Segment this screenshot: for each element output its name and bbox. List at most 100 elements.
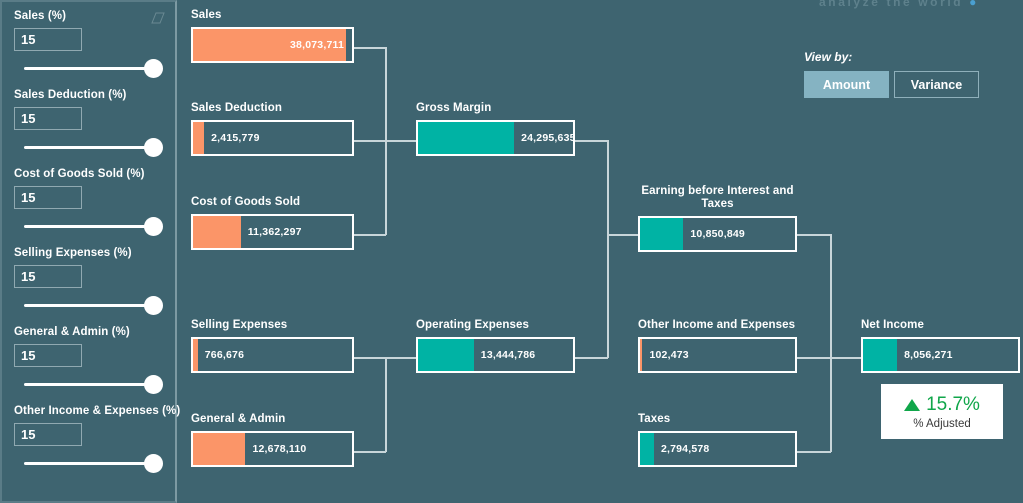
bar-fill-other-income	[640, 339, 643, 371]
slider-thumb-4[interactable]	[144, 375, 163, 394]
parameter-slider-5[interactable]	[24, 446, 166, 482]
node-title-gross-margin: Gross Margin	[416, 102, 492, 114]
parameter-input-2[interactable]	[14, 186, 82, 209]
bar-box-operating-expenses[interactable]: 13,444,786	[416, 337, 575, 373]
connector-ga-out	[354, 451, 386, 453]
view-by-options: Amount Variance	[804, 71, 979, 98]
bar-value-sales: 38,073,711	[290, 39, 344, 51]
node-ebit[interactable]: Earning before Interest and Taxes 10,850…	[638, 185, 797, 252]
bar-box-cogs[interactable]: 11,362,297	[191, 214, 354, 250]
bar-fill-general-admin	[193, 433, 246, 465]
bar-value-gross-margin: 24,295,635	[521, 132, 575, 144]
view-by-option-variance[interactable]: Variance	[894, 71, 979, 98]
slider-thumb-1[interactable]	[144, 138, 163, 157]
parameter-control-3: Selling Expenses (%)	[14, 247, 163, 324]
slider-thumb-0[interactable]	[144, 59, 163, 78]
bar-box-selling-expenses[interactable]: 766,676	[191, 337, 354, 373]
parameter-control-0: Sales (%)	[14, 10, 163, 87]
bar-box-net-income[interactable]: 8,056,271	[861, 337, 1020, 373]
slider-thumb-5[interactable]	[144, 454, 163, 473]
connector-ebit-in	[607, 234, 639, 236]
parameter-slider-4[interactable]	[24, 367, 166, 403]
parameter-control-4: General & Admin (%)	[14, 326, 163, 403]
node-title-general-admin: General & Admin	[191, 413, 286, 425]
view-by-option-amount[interactable]: Amount	[804, 71, 889, 98]
bar-fill-taxes	[640, 433, 654, 465]
parameter-label-4: General & Admin (%)	[14, 326, 130, 338]
node-operating-expenses[interactable]: Operating Expenses 13,444,786	[416, 319, 575, 373]
parameter-slider-2[interactable]	[24, 209, 166, 245]
parameter-slider-1[interactable]	[24, 130, 166, 166]
view-by-label: View by:	[804, 50, 853, 64]
slider-thumb-2[interactable]	[144, 217, 163, 236]
eraser-icon[interactable]	[151, 12, 165, 24]
node-title-sales: Sales	[191, 9, 222, 21]
parameter-input-0[interactable]	[14, 28, 82, 51]
connector-ebit-out	[797, 234, 831, 236]
brand-text: analyze the world	[819, 0, 964, 9]
parameter-label-3: Selling Expenses (%)	[14, 247, 132, 259]
bar-fill-sales-deduction	[193, 122, 205, 154]
slider-track-1[interactable]	[24, 146, 152, 149]
parameter-slider-0[interactable]	[24, 51, 166, 87]
connector-sales-out	[354, 47, 386, 49]
connector-selling-out	[354, 357, 386, 359]
bar-box-ebit[interactable]: 10,850,849	[638, 216, 797, 252]
parameter-input-1[interactable]	[14, 107, 82, 130]
bar-value-general-admin: 12,678,110	[252, 443, 307, 455]
bar-box-other-income[interactable]: 102,473	[638, 337, 797, 373]
bar-fill-operating-expenses	[418, 339, 474, 371]
bar-box-taxes[interactable]: 2,794,578	[638, 431, 797, 467]
bar-value-net-income: 8,056,271	[904, 349, 953, 361]
slider-track-5[interactable]	[24, 462, 152, 465]
connector-netincome-spine	[830, 234, 832, 452]
node-sales[interactable]: Sales 38,073,711	[191, 9, 354, 63]
slider-track-3[interactable]	[24, 304, 152, 307]
kpi-value: 15.7%	[926, 393, 980, 415]
parameter-sidebar: Sales (%) Sales Deduction (%)Cost of Good…	[0, 0, 180, 503]
kpi-main-row: 15.7%	[904, 394, 980, 416]
parameter-control-2: Cost of Goods Sold (%)	[14, 168, 163, 245]
parameter-input-4[interactable]	[14, 344, 82, 367]
node-title-other-income: Other Income and Expenses	[638, 319, 796, 331]
node-gross-margin[interactable]: Gross Margin 24,295,635	[416, 102, 575, 156]
node-selling-expenses[interactable]: Selling Expenses 766,676	[191, 319, 354, 373]
node-net-income[interactable]: Net Income 8,056,271	[861, 319, 1020, 373]
bar-box-sales[interactable]: 38,073,711	[191, 27, 354, 63]
bar-box-gross-margin[interactable]: 24,295,635	[416, 120, 575, 156]
slider-thumb-3[interactable]	[144, 296, 163, 315]
bar-fill-sales	[193, 29, 346, 61]
parameter-control-1: Sales Deduction (%)	[14, 89, 163, 166]
connector-otherincome-out	[797, 357, 831, 359]
parameter-input-5[interactable]	[14, 423, 82, 446]
connector-cogs-out	[354, 234, 386, 236]
bar-value-ebit: 10,850,849	[690, 228, 745, 240]
kpi-card: 15.7% % Adjusted	[881, 384, 1003, 439]
node-sales-deduction[interactable]: Sales Deduction 2,415,779	[191, 102, 354, 156]
brand-watermark: analyze the world ●	[819, 0, 976, 9]
node-title-cogs: Cost of Goods Sold	[191, 196, 301, 208]
parameter-slider-3[interactable]	[24, 288, 166, 324]
bar-box-sales-deduction[interactable]: 2,415,779	[191, 120, 354, 156]
bar-fill-ebit	[640, 218, 684, 250]
node-title-operating-expenses: Operating Expenses	[416, 319, 530, 331]
slider-track-4[interactable]	[24, 383, 152, 386]
node-title-selling-expenses: Selling Expenses	[191, 319, 288, 331]
slider-track-0[interactable]	[24, 67, 152, 70]
node-cogs[interactable]: Cost of Goods Sold 11,362,297	[191, 196, 354, 250]
bar-fill-net-income	[863, 339, 898, 371]
connector-taxes-out	[797, 451, 831, 453]
node-taxes[interactable]: Taxes 2,794,578	[638, 413, 797, 467]
slider-track-2[interactable]	[24, 225, 152, 228]
bar-box-general-admin[interactable]: 12,678,110	[191, 431, 354, 467]
bar-fill-gross-margin	[418, 122, 515, 154]
parameter-label-0: Sales (%)	[14, 10, 67, 22]
connector-opex-in	[385, 357, 417, 359]
bar-value-sales-deduction: 2,415,779	[211, 132, 260, 144]
node-other-income[interactable]: Other Income and Expenses 102,473	[638, 319, 797, 373]
brand-dot-icon: ●	[969, 0, 977, 9]
flow-canvas: analyze the world ● Sales 38,	[179, 0, 1023, 503]
node-title-ebit: Earning before Interest and Taxes	[641, 185, 794, 210]
parameter-input-3[interactable]	[14, 265, 82, 288]
node-general-admin[interactable]: General & Admin 12,678,110	[191, 413, 354, 467]
